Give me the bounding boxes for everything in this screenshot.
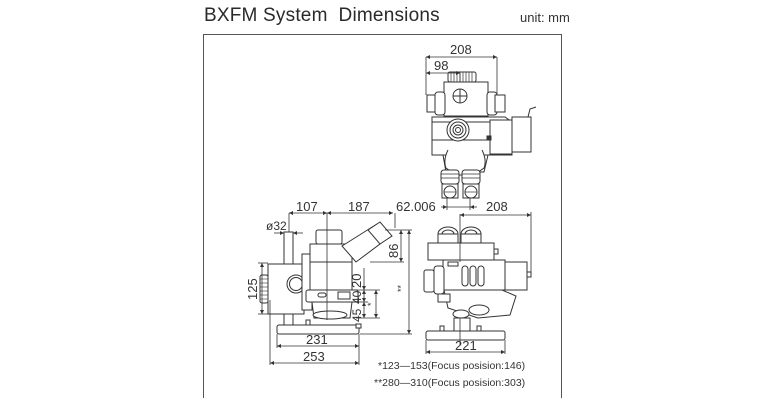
dim-overall-depth: 253	[303, 349, 325, 364]
footnote-single: *123—153(Focus posision:146)	[378, 360, 526, 372]
top-view-dimensions	[425, 55, 498, 95]
dim-eyepiece-height: 86	[386, 244, 401, 258]
unit-label: unit: mm	[520, 10, 570, 25]
dim-pillar-to-axis: 107	[296, 199, 318, 214]
dim-40: 40	[350, 290, 364, 304]
dim-front-width: 208	[486, 199, 508, 214]
dim-double-mark: **	[396, 284, 406, 292]
dim-45: 45	[350, 308, 364, 322]
dim-single-mark: *	[366, 302, 376, 306]
front-view	[423, 226, 532, 341]
dim-top-axis-offset: 98	[434, 58, 448, 73]
dim-base-width-front: 221	[455, 338, 477, 353]
page-title: BXFM System Dimensions	[204, 5, 440, 26]
side-view	[259, 221, 393, 335]
front-view-dimensions	[425, 198, 532, 354]
microscope-body	[309, 243, 353, 291]
dim-top-width: 208	[450, 42, 472, 57]
footnote-double: **280—310(Focus posision:303)	[374, 377, 526, 389]
dim-interpupillary: 62.006	[396, 199, 436, 214]
dim-base-width-side: 231	[306, 332, 328, 347]
base-side	[276, 324, 360, 335]
dim-axis-to-eyepiece: 187	[348, 199, 370, 214]
top-view	[426, 71, 537, 199]
lamp-front	[504, 261, 528, 291]
base-front	[425, 330, 506, 341]
dim-pillar-diameter: ø32	[266, 219, 287, 233]
side-view-dimensions	[258, 211, 412, 365]
drawing-frame	[203, 34, 562, 398]
head-front	[427, 242, 495, 261]
dim-20: 20	[349, 274, 364, 288]
dim-clamp-height: 125	[245, 278, 260, 300]
lamp-unit-top	[511, 116, 532, 153]
